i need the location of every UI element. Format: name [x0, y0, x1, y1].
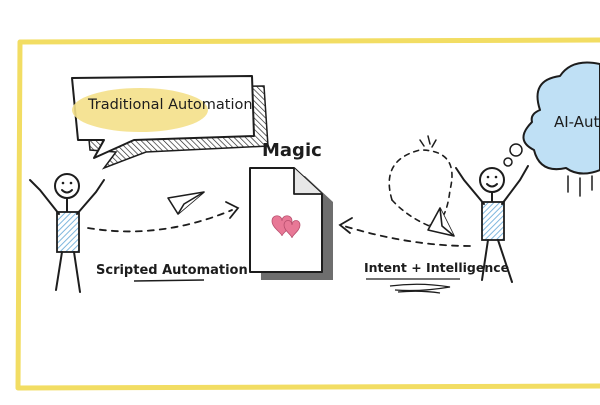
left-stick-figure [29, 173, 105, 293]
ai-automation-label: AI-Automation [554, 113, 600, 131]
intent-scribble [366, 278, 460, 294]
spark-icon [419, 135, 437, 148]
frame-border [15, 37, 600, 391]
right-arrow [338, 217, 471, 247]
magic-title: Magic [262, 140, 322, 161]
heart-icon [271, 215, 301, 239]
cloud-icon: AI-Automation [522, 61, 600, 197]
speech-bubble: Traditional Automation [71, 75, 269, 170]
traditional-automation-label: Traditional Automation [87, 97, 253, 113]
left-arrow [87, 201, 240, 233]
scripted-automation-label: Scripted Automation [96, 263, 248, 278]
paper-plane-icon-right [427, 207, 455, 237]
paper-plane-icon [167, 191, 205, 215]
intent-intelligence-label: Intent + Intelligence [364, 260, 509, 275]
document-icon [249, 167, 333, 280]
right-stick-figure [455, 165, 529, 283]
scripted-underline [133, 279, 205, 282]
thought-dots [503, 143, 523, 167]
